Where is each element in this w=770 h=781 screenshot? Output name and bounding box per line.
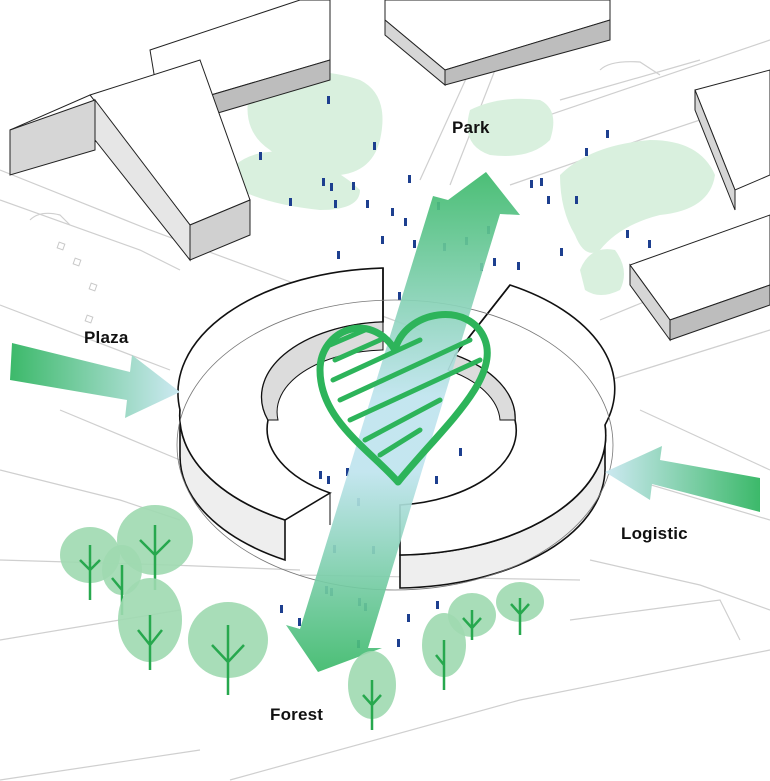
tree — [348, 651, 396, 730]
label-plaza: Plaza — [84, 328, 129, 347]
trees — [60, 505, 544, 730]
tree — [496, 582, 544, 635]
label-forest: Forest — [270, 705, 324, 724]
tree — [188, 602, 268, 695]
heart-icon — [316, 311, 491, 486]
park-patches — [235, 72, 715, 295]
buildings — [0, 0, 770, 342]
plaza-arrow — [10, 343, 180, 418]
tree — [118, 578, 182, 670]
plaza-markers — [56, 241, 98, 324]
label-logistic: Logistic — [621, 524, 688, 543]
ring-building — [176, 267, 616, 591]
label-park: Park — [452, 118, 490, 137]
tree — [448, 593, 496, 640]
logistic-arrow — [605, 446, 760, 512]
